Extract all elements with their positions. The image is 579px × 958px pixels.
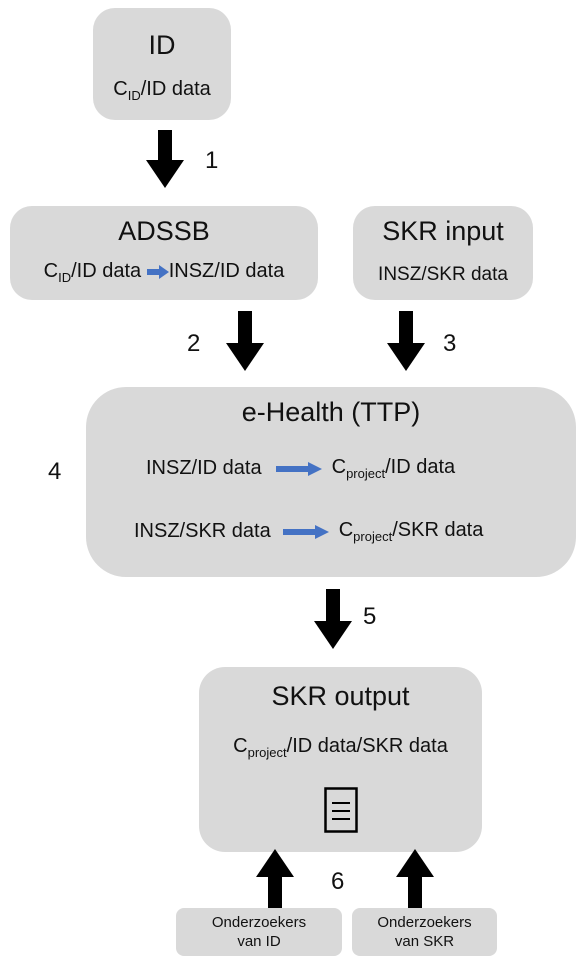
arrow-6-left	[256, 849, 294, 910]
node-skr-output-title: SKR output	[271, 681, 410, 711]
node-skr-input-line: INSZ/SKR data	[378, 264, 508, 285]
node-adssb-line: CID/ID data INSZ/ID data	[10, 260, 318, 285]
ehealth-row-id-left: INSZ/ID data	[146, 457, 262, 479]
node-id-suffix: /ID data	[140, 78, 211, 100]
transform-arrow-icon	[275, 461, 322, 476]
node-id-prefix: C	[113, 78, 128, 100]
transform-arrow-icon	[146, 264, 169, 279]
step-4-label: 4	[48, 458, 62, 485]
node-researchers-id-line2: van ID	[237, 933, 281, 950]
step-1-label: 1	[205, 147, 219, 174]
node-researchers-skr: Onderzoekers van SKR	[352, 908, 497, 956]
node-ehealth: e-Health (TTP)	[86, 387, 576, 577]
node-id-title: ID	[148, 30, 176, 60]
node-skr-output-line: Cproject/ID data/SKR data	[199, 735, 482, 760]
node-adssb: ADSSB CID/ID data INSZ/ID data	[10, 206, 318, 300]
node-researchers-id: Onderzoekers van ID	[176, 908, 342, 956]
node-skr-input: SKR input INSZ/SKR data	[353, 206, 533, 300]
ehealth-row-skr-left: INSZ/SKR data	[134, 520, 271, 542]
arrow-2	[226, 311, 264, 371]
node-ehealth-title: e-Health (TTP)	[241, 397, 421, 427]
node-id-line: CID/ID data	[93, 78, 231, 103]
document-icon	[324, 787, 358, 833]
arrow-3	[387, 311, 425, 371]
node-id: ID CID/ID data	[93, 8, 231, 120]
node-adssb-mid: /ID data	[71, 260, 142, 282]
node-skr-output-suffix: /ID data/SKR data	[286, 735, 448, 757]
ehealth-row-skr: INSZ/SKR data Cproject/SKR data	[134, 519, 483, 544]
step-2-label: 2	[187, 330, 201, 357]
arrow-6-right	[396, 849, 434, 910]
arrow-5	[314, 589, 352, 649]
node-adssb-prefix: C	[43, 260, 59, 282]
step-3-label: 3	[443, 330, 457, 357]
ehealth-row-id: INSZ/ID data Cproject/ID data	[146, 456, 455, 481]
step-5-label: 5	[363, 603, 377, 630]
node-researchers-skr-line2: van SKR	[394, 933, 455, 950]
node-researchers-skr-line1: Onderzoekers	[377, 914, 472, 931]
node-skr-output-sub: project	[247, 745, 287, 760]
node-skr-output-prefix: C	[233, 735, 248, 757]
transform-arrow-icon	[282, 524, 329, 539]
node-skr-input-title: SKR input	[382, 216, 504, 246]
node-adssb-title: ADSSB	[118, 216, 210, 246]
node-adssb-right: INSZ/ID data	[168, 260, 285, 282]
node-id-sub: ID	[127, 88, 141, 103]
node-skr-output: SKR output Cproject/ID data/SKR data	[199, 667, 482, 852]
ehealth-row-skr-right: Cproject/SKR data	[338, 519, 484, 544]
ehealth-row-id-right: Cproject/ID data	[331, 456, 456, 481]
node-adssb-sub: ID	[58, 270, 72, 285]
arrow-1	[146, 130, 184, 188]
node-researchers-id-line1: Onderzoekers	[211, 914, 307, 931]
step-6-label: 6	[331, 868, 345, 895]
